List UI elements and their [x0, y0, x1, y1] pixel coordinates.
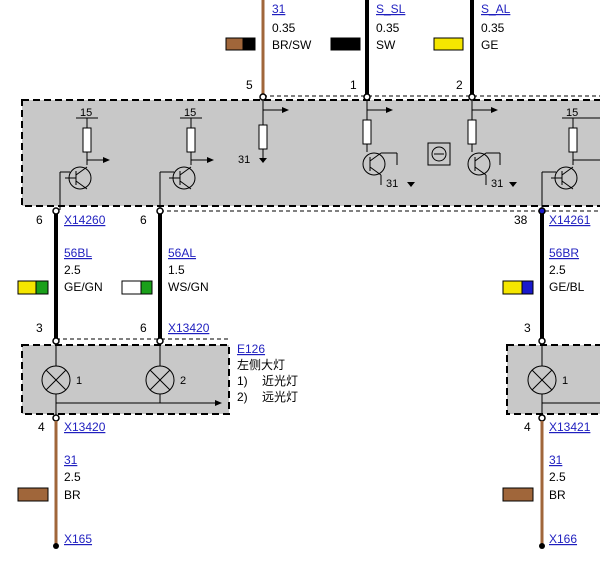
lamp-pin-3: 3 [36, 321, 43, 335]
headlamp-item1: 近光灯 [262, 374, 298, 388]
right-bulb-1-label: 1 [562, 375, 568, 387]
wire-56br-swatch [502, 280, 534, 295]
wire-56br-signal-link[interactable]: 56BR [549, 246, 579, 260]
transistor-stage-2: 15 [159, 107, 214, 210]
wire-56bl-signal-link[interactable]: 56BL [64, 246, 92, 260]
conn-x13421-link[interactable]: X13421 [549, 420, 591, 434]
left-ground-gauge: 2.5 [64, 470, 81, 484]
bulb-1-label: 1 [76, 375, 82, 387]
transistor-stage-1: 15 [59, 107, 110, 210]
left-headlamp-pins [52, 337, 164, 345]
right-ground-gauge: 2.5 [549, 470, 566, 484]
wire-56bl-gauge: 2.5 [64, 263, 81, 277]
pin-1: 1 [350, 78, 357, 92]
headlamp-id-link[interactable]: E126 [237, 342, 265, 356]
wire-s-al-color: GE [481, 38, 498, 52]
svg-text:15: 15 [566, 107, 578, 119]
left-ground-swatch [17, 487, 49, 502]
svg-text:31: 31 [386, 178, 398, 190]
pin-6a: 6 [36, 213, 43, 227]
left-ground-color: BR [64, 488, 81, 502]
wire-31-swatch [225, 37, 256, 51]
wire-56br-color: GE/BL [549, 280, 585, 294]
high-beam-bulb [145, 365, 175, 395]
svg-text:15: 15 [80, 107, 92, 119]
right-ground-color: BR [549, 488, 566, 502]
left-out-pin [52, 414, 60, 422]
wire-s-sl-signal-link[interactable]: S_SL [376, 2, 406, 16]
right-lamp-pin-dot [538, 337, 546, 345]
right-ground-swatch [502, 487, 534, 502]
right-out-pin [538, 414, 546, 422]
wire-s-sl-color: SW [376, 38, 396, 52]
conn-x13420-top-link[interactable]: X13420 [168, 321, 210, 335]
svg-text:31: 31 [491, 178, 503, 190]
conn-x14260-link[interactable]: X14260 [64, 213, 106, 227]
ground-point-x166 [539, 543, 545, 549]
wire-s-sl-gauge: 0.35 [376, 21, 400, 35]
headlamp-name: 左侧大灯 [237, 357, 285, 372]
left-out-pin-4: 4 [38, 420, 45, 434]
pin-2: 2 [456, 78, 463, 92]
ground-x166-link[interactable]: X166 [549, 532, 577, 546]
headlamp-item1-num: 1) [237, 374, 248, 388]
bulb-2-label: 2 [180, 375, 186, 387]
ground-x165-link[interactable]: X165 [64, 532, 92, 546]
wire-56al-color: WS/GN [168, 280, 209, 294]
wire-56al-swatch [121, 280, 153, 295]
transistor-stage-3: 15 [541, 107, 600, 210]
wire-56bl-swatch [17, 280, 49, 295]
wire-s-al-signal-link[interactable]: S_AL [481, 2, 511, 16]
wire-31-signal-link[interactable]: 31 [272, 2, 286, 16]
svg-text:15: 15 [184, 107, 196, 119]
control-module [21, 99, 600, 207]
lamp-pin-6: 6 [140, 321, 147, 335]
ground-point-x165 [53, 543, 59, 549]
pin-6b: 6 [140, 213, 147, 227]
wire-31-gauge: 0.35 [272, 21, 296, 35]
wire-s-sl-swatch [330, 37, 361, 51]
right-low-beam-bulb [527, 365, 557, 395]
input-31-ground: 31 [238, 100, 289, 166]
headlamp-item2-num: 2) [237, 390, 248, 404]
headlamp-item2: 远光灯 [262, 390, 298, 404]
right-ground-signal-link[interactable]: 31 [549, 453, 563, 467]
wire-s-al-swatch [433, 37, 464, 51]
right-lamp-pin-3: 3 [524, 321, 531, 335]
conn-x14261-link[interactable]: X14261 [549, 213, 591, 227]
input-s-al-stage: 31 [467, 100, 517, 190]
pin-5: 5 [246, 78, 253, 92]
left-ground-signal-link[interactable]: 31 [64, 453, 78, 467]
conn-x13420-bottom-link[interactable]: X13420 [64, 420, 106, 434]
wire-56br-gauge: 2.5 [549, 263, 566, 277]
input-s-sl-stage: 31 [362, 100, 415, 190]
ic-symbol [427, 142, 451, 166]
pin-38: 38 [514, 213, 528, 227]
wire-56al-signal-link[interactable]: 56AL [168, 246, 196, 260]
wire-s-al-gauge: 0.35 [481, 21, 505, 35]
svg-text:31: 31 [238, 154, 250, 166]
wire-56bl-color: GE/GN [64, 280, 103, 294]
wire-31-color: BR/SW [272, 38, 312, 52]
module-bottom-pins [52, 207, 546, 215]
wire-56al-gauge: 1.5 [168, 263, 185, 277]
return-arrow [215, 400, 222, 406]
right-out-pin-4: 4 [524, 420, 531, 434]
low-beam-bulb [41, 365, 71, 395]
